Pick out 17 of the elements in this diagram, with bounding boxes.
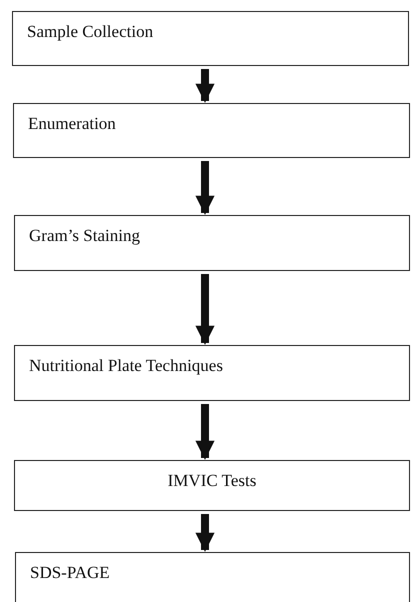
arrow: [195, 69, 215, 103]
step-label: SDS-PAGE: [30, 563, 110, 582]
arrow: [195, 404, 215, 460]
arrow: [195, 274, 215, 345]
step-label: Sample Collection: [27, 22, 154, 41]
step-label: Nutritional Plate Techniques: [29, 356, 223, 375]
process-box: [15, 552, 410, 602]
step-label: Gram’s Staining: [29, 226, 140, 245]
process-box: [14, 460, 410, 511]
arrow: [195, 161, 215, 215]
step-label: Enumeration: [28, 114, 116, 133]
process-box: [14, 345, 410, 401]
process-box: [12, 11, 409, 66]
process-box: [13, 103, 410, 158]
process-box: [14, 215, 410, 271]
step-label: IMVIC Tests: [168, 471, 256, 490]
arrow: [195, 514, 215, 552]
